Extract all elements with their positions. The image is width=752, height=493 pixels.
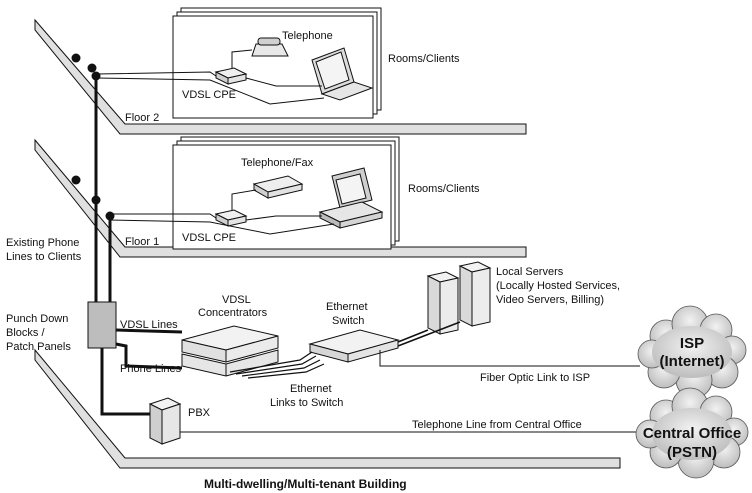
label-vdsl-lines: VDSL Lines	[120, 319, 178, 331]
label-local-servers-2: (Locally Hosted Services,	[496, 280, 620, 292]
riser-cables	[94, 76, 112, 302]
label-isp-2: (Internet)	[660, 353, 725, 370]
label-vdsl-concentrators-2: Concentrators	[198, 307, 268, 319]
label-floor-1: Floor 1	[125, 236, 159, 248]
label-ethernet-switch-2: Switch	[332, 315, 364, 327]
label-local-servers-1: Local Servers	[496, 266, 564, 278]
label-punch-down-2: Blocks /	[6, 327, 45, 339]
floor-1: Telephone/Fax Rooms/Clients VDSL CPE Flo…	[34, 136, 527, 258]
label-existing-phone-1: Existing Phone	[6, 237, 79, 249]
label-isp-1: ISP	[680, 335, 704, 352]
ground-floor-slab	[34, 348, 621, 469]
laptop-icon	[311, 47, 374, 101]
label-telephone-fax: Telephone/Fax	[241, 157, 314, 169]
label-phone-lines: Phone Lines	[120, 363, 182, 375]
label-ethernet-links-1: Ethernet	[290, 383, 332, 395]
floor-1-slab	[34, 138, 527, 258]
label-vdsl-cpe-floor-2: VDSL CPE	[182, 89, 236, 101]
label-central-office-1: Central Office	[643, 425, 741, 442]
vdsl-concentrators-icon	[181, 325, 279, 377]
telephone-icon	[251, 37, 289, 57]
label-pbx: PBX	[188, 407, 211, 419]
left-labels: Existing Phone Lines to Clients Punch Do…	[6, 237, 82, 353]
label-vdsl-concentrators-1: VDSL	[222, 294, 251, 306]
label-telephone-line-co: Telephone Line from Central Office	[412, 419, 582, 431]
fax-icon	[252, 175, 304, 199]
floor-2: Telephone Rooms/Clients VDSL CPE Floor 2	[34, 7, 527, 135]
label-punch-down-1: Punch Down	[6, 313, 68, 325]
label-rooms-clients-mid: Rooms/Clients	[408, 183, 480, 195]
pbx-icon	[148, 397, 182, 445]
floor-2-slab	[34, 18, 527, 135]
vdsl-cpe-floor-2-icon	[214, 67, 248, 85]
label-rooms-clients-top: Rooms/Clients	[388, 53, 460, 65]
label-ethernet-links-2: Links to Switch	[270, 397, 343, 409]
ground-floor: VDSL Lines Phone Lines VDSL Concentrator…	[34, 261, 640, 469]
label-fiber-link: Fiber Optic Link to ISP	[480, 372, 590, 384]
isp-cloud: ISP (Internet)	[637, 305, 747, 399]
ethernet-switch-icon	[308, 329, 400, 363]
local-servers-icon	[426, 261, 492, 335]
ethernet-links	[229, 351, 325, 379]
label-local-servers-3: Video Servers, Billing)	[496, 294, 604, 306]
label-punch-down-3: Patch Panels	[6, 341, 71, 353]
label-telephone: Telephone	[282, 30, 333, 42]
label-central-office-2: (PSTN)	[667, 444, 717, 461]
punch-down-block	[87, 301, 117, 349]
diagram-caption: Multi-dwelling/Multi-tenant Building	[204, 477, 407, 491]
label-existing-phone-2: Lines to Clients	[6, 251, 82, 263]
label-floor-2: Floor 2	[125, 112, 159, 124]
label-ethernet-switch-1: Ethernet	[326, 301, 368, 313]
computer-icon	[318, 167, 384, 229]
central-office-cloud: Central Office (PSTN)	[635, 387, 749, 479]
label-vdsl-cpe-floor-1: VDSL CPE	[182, 232, 236, 244]
